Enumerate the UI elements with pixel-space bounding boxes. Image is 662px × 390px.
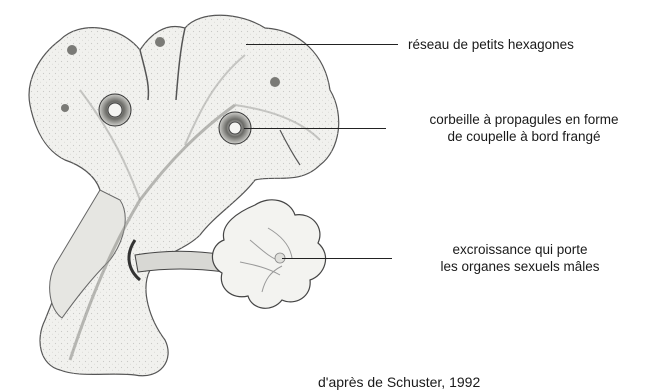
receptacle-stalk (135, 251, 225, 272)
leader-line-hexagons (246, 44, 398, 45)
pore (270, 77, 280, 87)
label-propagule-basket: corbeille à propagules en forme de coupe… (396, 111, 652, 145)
label-basket-line2: de coupelle à bord frangé (396, 128, 652, 145)
leader-line-basket (244, 128, 386, 129)
pore (155, 37, 165, 47)
label-basket-line1: corbeille à propagules en forme (396, 111, 652, 128)
label-excrescence-line1: excroissance qui porte (400, 241, 640, 258)
source-credit: d'après de Schuster, 1992 (318, 374, 480, 390)
label-male-excrescence: excroissance qui porte les organes sexue… (400, 241, 640, 275)
label-excrescence-line2: les organes sexuels mâles (400, 258, 640, 275)
pore (67, 45, 77, 55)
pore (61, 104, 69, 112)
label-hexagon-text: réseau de petits hexagones (408, 37, 574, 52)
label-hexagon-network: réseau de petits hexagones (408, 36, 574, 53)
antheridiophore (212, 200, 325, 308)
propagule-cup-left (99, 94, 131, 126)
leader-line-excrescence (282, 258, 392, 259)
